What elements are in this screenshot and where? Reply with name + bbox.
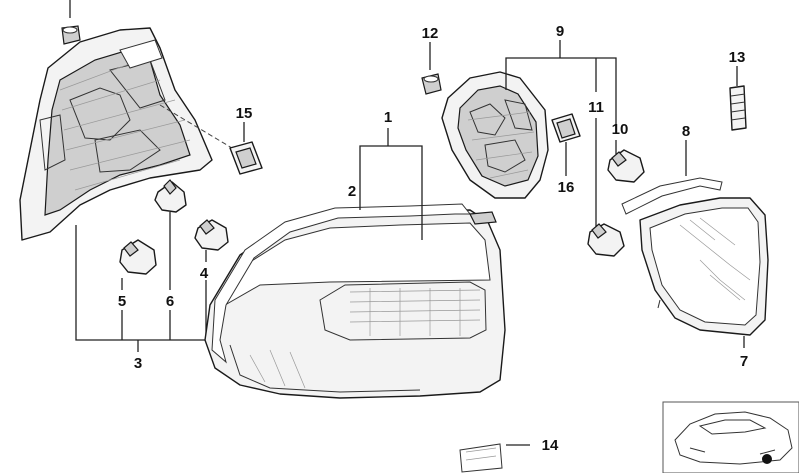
grommet-12 — [421, 42, 442, 95]
callout-5: 5 — [118, 293, 126, 310]
gasket-8 — [621, 140, 723, 215]
callout-4: 4 — [200, 265, 209, 282]
bulb-5 — [119, 239, 157, 290]
inner-lens-7 — [639, 197, 769, 348]
callout-16: 16 — [558, 179, 575, 196]
callout-15: 15 — [236, 105, 253, 122]
callout-8: 8 — [682, 123, 690, 140]
label-14 — [459, 443, 530, 473]
callout-10: 10 — [612, 121, 629, 138]
bulb-6 — [154, 179, 187, 290]
callout-1: 1 — [384, 109, 392, 126]
bracket-3 — [75, 225, 207, 352]
rear-light-lens-1 — [204, 209, 506, 399]
callout-9: 9 — [556, 23, 564, 40]
socket-connector-15 — [229, 122, 263, 175]
bulb-4 — [194, 219, 229, 262]
gasket-2 — [211, 203, 497, 364]
callout-12: 12 — [422, 25, 439, 42]
bulb-carrier-housing — [19, 27, 213, 241]
callout-14: 14 — [542, 437, 559, 454]
bulb-carrier-inner — [441, 71, 549, 199]
car-location-thumbnail — [662, 401, 799, 473]
grommet-top-left — [61, 0, 81, 45]
callout-6: 6 — [166, 293, 174, 310]
socket-connector-16 — [551, 113, 581, 176]
callout-11: 11 — [588, 99, 604, 116]
stud-13 — [729, 66, 747, 131]
callout-13: 13 — [729, 49, 746, 66]
callout-2: 2 — [348, 183, 356, 200]
bracket-1-2 — [359, 128, 423, 240]
bracket-9 — [505, 40, 617, 228]
bulb-11 — [587, 223, 625, 257]
callout-7: 7 — [740, 353, 748, 370]
bulb-10 — [607, 140, 645, 183]
callout-3: 3 — [134, 355, 142, 372]
